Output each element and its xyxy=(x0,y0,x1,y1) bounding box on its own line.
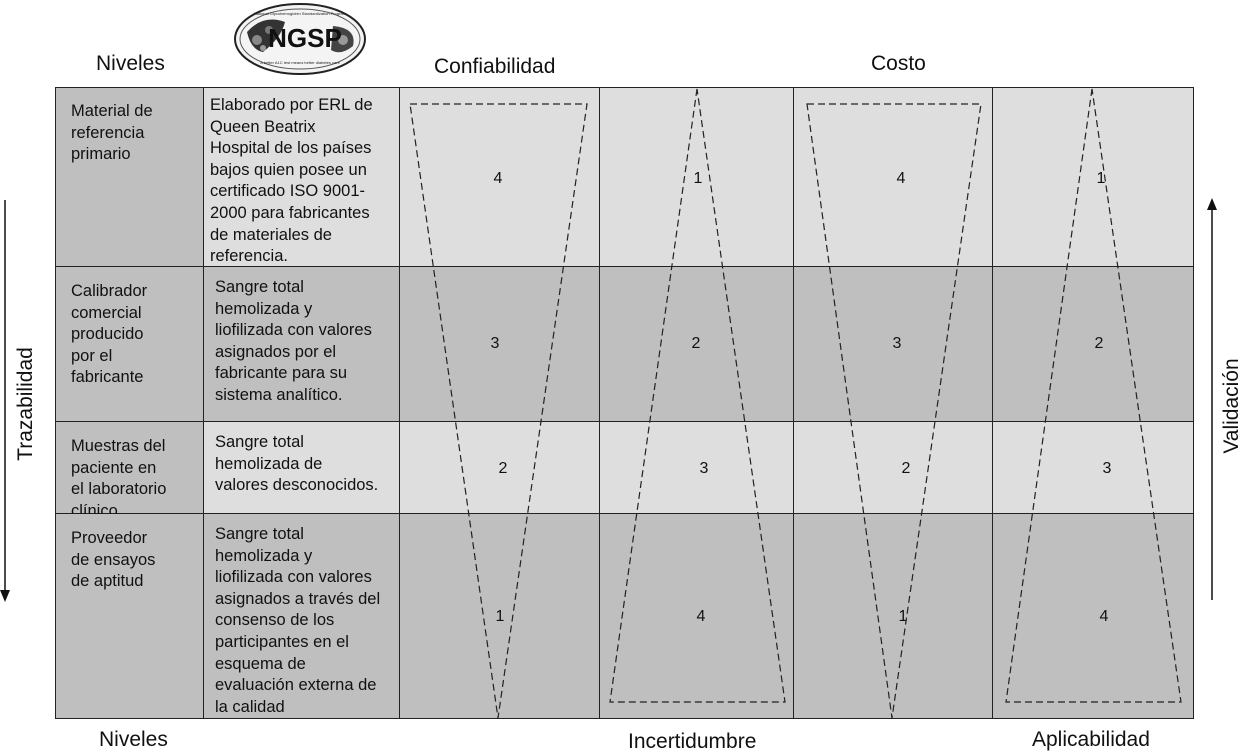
label-trazabilidad: Trazabilidad xyxy=(14,347,37,461)
level-value: 3 xyxy=(490,335,500,352)
level-value: 4 xyxy=(493,170,503,187)
value-cell xyxy=(794,87,993,267)
row-name-cell xyxy=(55,87,204,267)
value-cell xyxy=(794,422,993,514)
arrow-down-icon xyxy=(0,200,10,602)
value-cell xyxy=(993,267,1194,422)
level-value: 1 xyxy=(898,608,908,625)
level-value: 3 xyxy=(1102,460,1112,477)
ngsp-logo: NGSP National Glycohemoglobin Standardiz… xyxy=(234,3,366,75)
value-cell xyxy=(794,514,993,719)
label-validacion: Validación xyxy=(1220,358,1240,454)
svg-text:NGSP: NGSP xyxy=(268,23,342,53)
level-value: 2 xyxy=(498,460,508,477)
row-description-cell xyxy=(204,87,400,267)
level-value: 1 xyxy=(495,608,505,625)
row-name-cell xyxy=(55,267,204,422)
row-description-cell xyxy=(204,267,400,422)
value-cell xyxy=(993,514,1194,719)
level-value: 4 xyxy=(896,170,906,187)
header-incertidumbre: Incertidumbre xyxy=(628,730,757,753)
level-value: 4 xyxy=(1099,608,1109,625)
svg-text:National Glycohemoglobin Stand: National Glycohemoglobin Standardization… xyxy=(254,11,347,16)
level-value: 1 xyxy=(693,170,703,187)
level-value: 2 xyxy=(1094,335,1104,352)
value-cell xyxy=(400,267,600,422)
level-value: 2 xyxy=(691,335,701,352)
level-value: 3 xyxy=(699,460,709,477)
svg-text:A better A1C test means better: A better A1C test means better diabetes … xyxy=(260,60,340,65)
level-value: 3 xyxy=(892,335,902,352)
header-niveles-top: Niveles xyxy=(96,52,165,75)
row-name-cell xyxy=(55,514,204,719)
value-cell xyxy=(993,422,1194,514)
header-confiabilidad: Confiabilidad xyxy=(434,55,556,78)
arrow-up-icon xyxy=(1207,198,1217,600)
level-value: 4 xyxy=(696,608,706,625)
value-cell xyxy=(993,87,1194,267)
value-cell xyxy=(600,422,794,514)
row-description-cell xyxy=(204,514,400,719)
header-niveles-bottom: Niveles xyxy=(99,728,168,751)
row-description-cell xyxy=(204,422,400,514)
header-aplicabilidad: Aplicabilidad xyxy=(1032,728,1150,751)
header-costo: Costo xyxy=(871,52,926,75)
level-value: 2 xyxy=(901,460,911,477)
row-name-cell xyxy=(55,422,204,514)
level-value: 1 xyxy=(1096,170,1106,187)
